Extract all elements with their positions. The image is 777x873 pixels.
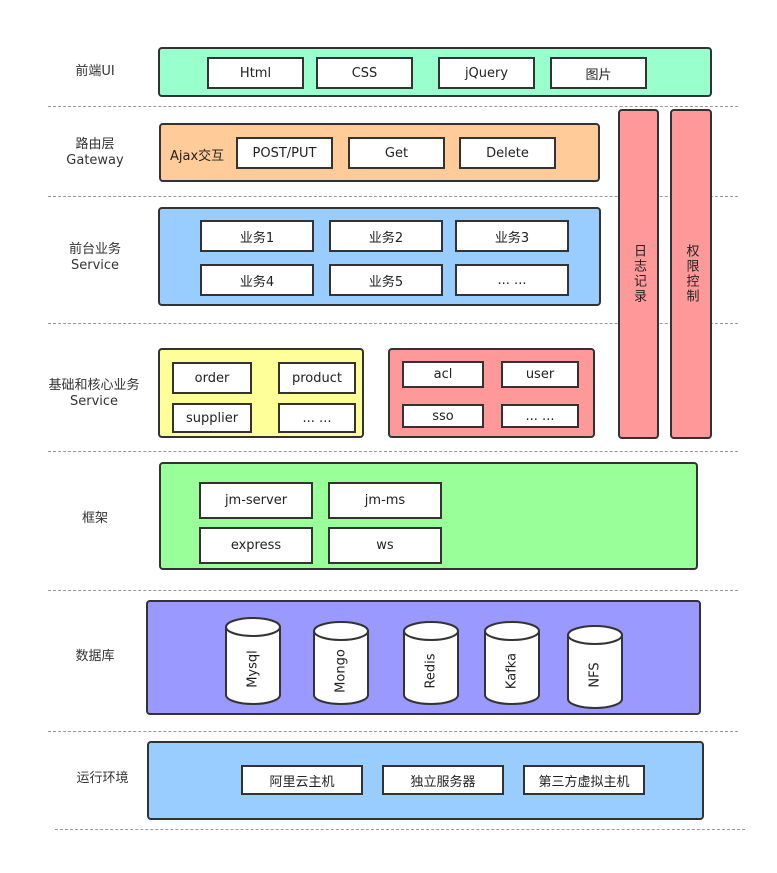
access-control-sidebar: 权限控制	[670, 109, 712, 439]
runtime-item-third-party-vm: 第三方虚拟主机	[523, 765, 645, 795]
runtime-item-aliyun: 阿里云主机	[241, 765, 363, 795]
layer-label-front-service-line1: 前台业务	[68, 242, 121, 257]
layer-label-framework: 框架	[81, 511, 108, 526]
separator-line	[48, 731, 738, 732]
database-label-mysql: Mysql	[246, 650, 261, 688]
database-label-mongo: Mongo	[334, 649, 349, 693]
database-cylinder-redis: Redis	[402, 621, 460, 705]
core-item-more-b: ... ...	[501, 404, 579, 428]
runtime-item-dedicated-server: 独立服务器	[382, 765, 504, 795]
front-service-item-3: 业务3	[455, 220, 569, 252]
core-item-user: user	[501, 361, 579, 388]
separator-line	[48, 451, 738, 452]
database-label-kafka: Kafka	[505, 653, 520, 689]
layer-label-core-service: 基础和核心业务 Service	[30, 378, 158, 410]
gateway-item-delete: Delete	[459, 137, 556, 169]
layer-label-front-service: 前台业务 Service	[40, 242, 150, 274]
database-cylinder-mongo: Mongo	[312, 621, 370, 705]
runtime-panel: 阿里云主机 独立服务器 第三方虚拟主机	[147, 741, 704, 820]
database-panel: Mysql Mongo Redis Kafka NFS	[146, 600, 701, 715]
layer-label-front-service-line2: Service	[70, 258, 120, 273]
framework-item-jm-server: jm-server	[199, 482, 313, 519]
layer-label-core-service-line2: Service	[69, 394, 119, 409]
database-cylinder-mysql: Mysql	[224, 617, 282, 705]
separator-line	[48, 196, 738, 197]
logging-sidebar: 日志记录	[618, 109, 659, 439]
gateway-item-get: Get	[348, 137, 445, 169]
front-service-item-5: 业务5	[329, 264, 443, 296]
gateway-item-post-put: POST/PUT	[236, 137, 333, 169]
core-item-sso: sso	[402, 404, 484, 428]
database-label-nfs: NFS	[588, 662, 603, 687]
framework-item-ws: ws	[328, 527, 442, 564]
frontend-item-images: 图片	[550, 57, 647, 89]
gateway-panel: Ajax交互 POST/PUT Get Delete	[159, 123, 600, 182]
layer-label-core-service-line1: 基础和核心业务	[48, 378, 140, 393]
front-service-item-4: 业务4	[200, 264, 314, 296]
frontend-item-css: CSS	[316, 57, 413, 89]
core-item-product: product	[278, 362, 356, 394]
framework-panel: jm-server jm-ms express ws	[159, 462, 698, 570]
separator-line	[48, 106, 738, 107]
core-service-group-a: order product supplier ... ...	[158, 348, 364, 438]
frontend-item-jquery: jQuery	[438, 57, 535, 89]
front-service-item-1: 业务1	[200, 220, 314, 252]
database-cylinder-nfs: NFS	[566, 625, 624, 709]
layer-label-gateway-line2: Gateway	[66, 153, 124, 168]
separator-line	[48, 590, 738, 591]
core-item-supplier: supplier	[172, 403, 252, 433]
framework-item-jm-ms: jm-ms	[328, 482, 442, 519]
core-item-more-a: ... ...	[278, 403, 356, 433]
separator-line	[55, 829, 745, 830]
core-service-group-b: acl user sso ... ...	[388, 348, 595, 438]
front-service-item-2: 业务2	[329, 220, 443, 252]
frontend-item-html: Html	[207, 57, 304, 89]
frontend-panel: Html CSS jQuery 图片	[158, 47, 712, 97]
layer-label-database: 数据库	[75, 649, 115, 664]
core-item-acl: acl	[402, 361, 484, 388]
framework-item-express: express	[199, 527, 313, 564]
database-cylinder-kafka: Kafka	[483, 621, 541, 705]
database-label-redis: Redis	[424, 653, 439, 688]
separator-line	[48, 323, 738, 324]
front-service-panel: 业务1 业务2 业务3 业务4 业务5 ... ...	[158, 207, 601, 306]
front-service-item-more: ... ...	[455, 264, 569, 296]
layer-label-gateway: 路由层 Gateway	[40, 137, 150, 169]
access-control-sidebar-label: 权限控制	[683, 244, 699, 304]
layer-label-runtime: 运行环境	[76, 771, 129, 786]
logging-sidebar-label: 日志记录	[631, 244, 646, 304]
ajax-label: Ajax交互	[170, 149, 225, 164]
layer-label-frontend: 前端UI	[75, 64, 115, 79]
core-item-order: order	[172, 362, 252, 394]
layer-label-gateway-line1: 路由层	[75, 137, 115, 152]
